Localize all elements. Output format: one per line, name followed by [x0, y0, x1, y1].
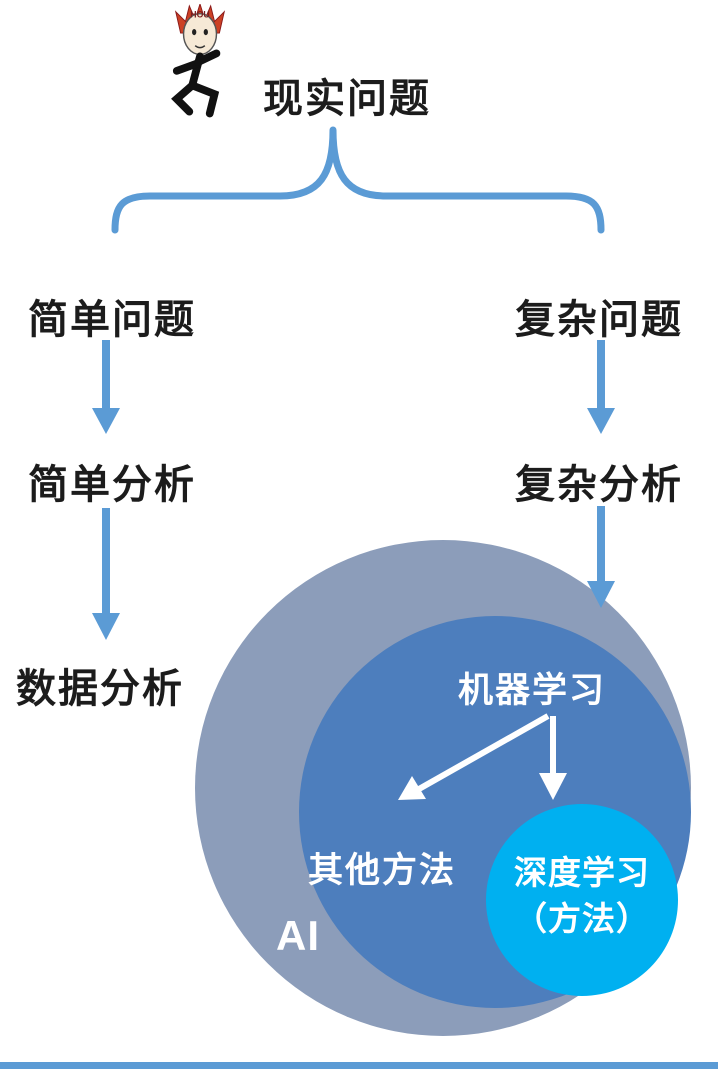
monkey-icon: HOU: [171, 4, 226, 118]
arrow-left-2: [92, 508, 120, 640]
simple-problem-label: 简单问题: [28, 298, 196, 342]
deep-learning-circle: [486, 804, 678, 996]
arrow-left-1: [92, 340, 120, 434]
machine-learning-label: 机器学习: [458, 671, 607, 710]
other-methods-label: 其他方法: [308, 851, 457, 890]
arrow-right-1: [587, 340, 615, 434]
monkey-mouth: [194, 45, 206, 49]
monkey-eye-right: [203, 29, 208, 36]
brace-connector: [111, 126, 605, 234]
monkey-eye-left: [192, 29, 197, 36]
data-analysis-label: 数据分析: [16, 667, 184, 711]
complex-analysis-label: 复杂分析: [515, 463, 683, 507]
simple-analysis-label: 简单分析: [28, 463, 196, 507]
deep-learning-line1: 深度学习: [514, 854, 650, 891]
monkey-body: [171, 49, 221, 118]
complex-problem-label: 复杂问题: [515, 298, 683, 342]
deep-learning-line2: （方法）: [514, 900, 650, 937]
deep-learning-label: 深度学习 （方法）: [486, 850, 678, 942]
ai-label: AI: [276, 912, 320, 959]
root-problem-label: 现实问题: [263, 77, 431, 121]
bottom-border: [0, 1062, 718, 1069]
monkey-hair-text: HOU: [190, 10, 209, 20]
